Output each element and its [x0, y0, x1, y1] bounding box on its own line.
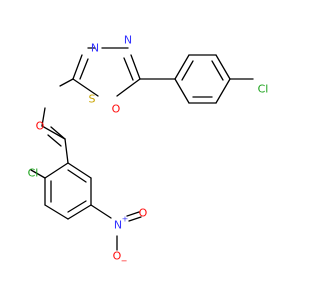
bond-c5-o1 [116, 78, 141, 97]
atom-n4: N [124, 34, 132, 47]
bond-ph-c [215, 54, 231, 80]
atom-n-nitro: N [114, 219, 122, 232]
bonds [30, 47, 254, 251]
atom-o-nitro-top: O [139, 207, 148, 220]
bond-ph-f [174, 78, 190, 104]
atom-o-nitro-bottom: O [113, 250, 122, 263]
bond-ring-nitro [90, 204, 112, 219]
atom-o-carbonyl: O [36, 120, 45, 133]
bond-c2-s [59, 78, 74, 87]
bond-ring-d [67, 204, 92, 220]
bond-c2-n3-double [79, 58, 89, 80]
bond-ch2-co [41, 125, 66, 140]
bond-ring-f-double [67, 169, 87, 183]
bond-ring-d-double [67, 200, 87, 213]
atom-cl-upper: Cl [258, 83, 269, 96]
bond-n-o-top-double [126, 211, 140, 217]
bond-co-ring [64, 138, 69, 164]
bond-co-o-double [47, 134, 62, 147]
bond-s-ch2 [41, 107, 46, 127]
bond-ring-f [67, 162, 92, 179]
bond-c5-n4 [130, 54, 141, 80]
molecule-structure: N N S O Cl O Cl N + O O − [28, 34, 269, 266]
bond-n-o-top [128, 216, 142, 222]
bond-c2-n3 [72, 54, 83, 80]
bond-co-o [50, 126, 66, 140]
structure-drawing: N N S O Cl O Cl N + O O − [28, 34, 269, 266]
bond-c5-n4-double [123, 57, 134, 81]
bond-ph-a-double [181, 60, 194, 81]
atom-labels: N N S O Cl O Cl N + O O − [28, 34, 269, 266]
charge-o-nitro: − [121, 257, 128, 266]
bond-ring-a [44, 162, 69, 179]
bond-ph-c-double [211, 60, 224, 81]
atom-o-ring: O [112, 103, 121, 116]
bond-c2-o1 [72, 78, 99, 97]
bond-ring-cl [30, 169, 46, 179]
atom-s: S [89, 93, 96, 106]
atom-cl-lower: Cl [28, 167, 39, 180]
atom-n3: N [91, 42, 99, 55]
bond-ph-d [215, 78, 231, 104]
bond-ph-a [174, 54, 190, 80]
charge-n-nitro: + [122, 215, 129, 224]
bond-ring-c [44, 204, 69, 220]
